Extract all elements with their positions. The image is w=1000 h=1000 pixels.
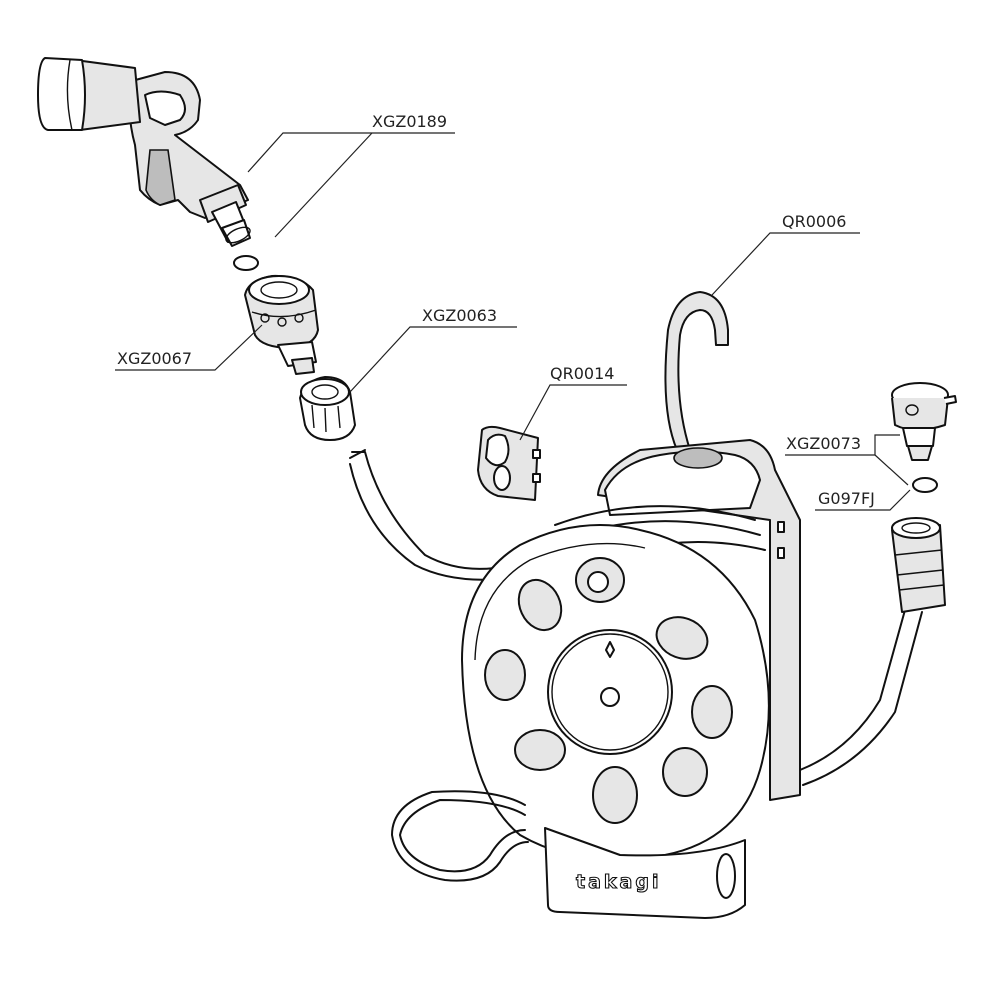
- nozzle-o-ring: [233, 255, 259, 271]
- hose-connector: [299, 376, 356, 441]
- hanging-hook: [664, 291, 729, 451]
- faucet-adapter: [891, 382, 957, 461]
- nozzle-holder-clip: [477, 425, 541, 501]
- inlet-connector: [891, 517, 946, 613]
- leader-lines: [115, 132, 911, 511]
- label-nozzle-holder: QR0014: [550, 364, 614, 383]
- brand-logo: takagi: [576, 871, 661, 893]
- label-hanger-hook: QR0006: [782, 212, 846, 231]
- o-ring: [912, 477, 938, 493]
- label-o-ring: G097FJ: [818, 489, 875, 508]
- label-faucet-adapter: XGZ0073: [786, 434, 861, 453]
- label-hose-connector: XGZ0063: [422, 306, 497, 325]
- quick-connector: [244, 274, 319, 375]
- label-nozzle: XGZ0189: [372, 112, 447, 131]
- hose-reel: takagi: [391, 291, 923, 919]
- spray-nozzle: [37, 57, 251, 247]
- label-quick-connector: XGZ0067: [117, 349, 192, 368]
